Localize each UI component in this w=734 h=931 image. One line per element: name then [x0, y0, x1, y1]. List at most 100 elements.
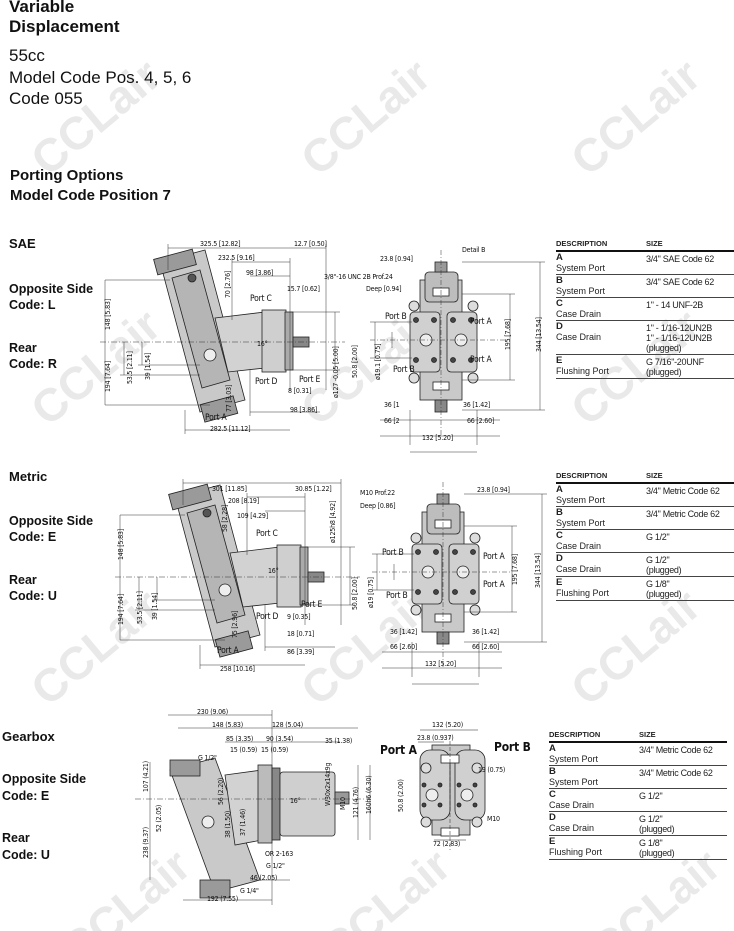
sae-side-dimension-label: 3/8"-16 UNC 2B Prof.24	[324, 273, 393, 281]
page-title-line2: Displacement	[9, 17, 120, 36]
sae-side-dimension-label: 232.5 [9.16]	[218, 254, 255, 262]
metric-side-dimension-label: Port D	[256, 612, 279, 622]
port-size: (plugged)	[646, 367, 682, 377]
gearbox-side-dimension-label: OR 2-163	[265, 850, 294, 858]
metric-front-dimension-label: 132 [5.20]	[425, 660, 456, 668]
port-size: G 7/16"-20UNF	[646, 357, 704, 367]
port-size: (plugged)	[639, 824, 675, 834]
gearbox-opposite-code: Code: E	[2, 789, 50, 803]
port-description: Case Drain	[549, 800, 595, 810]
port-description: Case Drain	[556, 332, 602, 342]
sae-side-dimension-label: 8 [0.31]	[288, 387, 312, 395]
sae-front-dimension-label: 36 [1.42]	[463, 401, 491, 409]
sae-opposite-label: Opposite Side	[9, 282, 94, 296]
gearbox-side-dimension-label: 38 (1.50)	[224, 810, 232, 838]
gearbox-front-dimension-label: 23.8 (0.937)	[417, 734, 454, 742]
sae-side-dimension-label: Port A	[205, 413, 227, 423]
metric-front-dimension-label: 36 [1.42]	[390, 628, 418, 636]
gearbox-side-dimension-label: 230 (9.06)	[197, 708, 228, 716]
metric-opposite-label: Opposite Side	[9, 514, 94, 528]
sae-front-dimension-label: 50.8 [2.00]	[351, 345, 359, 378]
port-letter: D	[556, 553, 563, 564]
gearbox-side-dimension-label: 15 (0.59)	[261, 746, 289, 754]
port-description: System Port	[556, 286, 606, 296]
sae-side-dimension-label: 12.7 [0.50]	[294, 240, 327, 248]
metric-opposite-code: Code: E	[9, 530, 57, 544]
port-letter: B	[556, 507, 563, 518]
gearbox-side-dimension-label: 160h6 (6.30)	[365, 775, 373, 814]
gearbox-front-view-drawing	[418, 729, 486, 850]
sae-front-dimension-label: 23.8 [0.94]	[380, 255, 413, 263]
sae-front-dimension-label: 195 [7.68]	[504, 319, 512, 350]
sae-front-dimension-label: 132 [5.20]	[422, 434, 453, 442]
port-letter: E	[556, 577, 563, 588]
header-description: DESCRIPTION	[549, 730, 601, 739]
port-letter: C	[556, 298, 563, 309]
sae-side-dimension-label: 39 [1.54]	[144, 352, 152, 380]
metric-side-dimension-label: Port A	[217, 646, 239, 656]
port-letter: D	[549, 812, 556, 823]
port-size: 3/4" SAE Code 62	[646, 254, 714, 264]
port-description: System Port	[556, 263, 606, 273]
sae-front-dimension-label: Detail B	[462, 246, 486, 254]
port-size: 3/4" Metric Code 62	[639, 745, 713, 755]
metric-front-dimension-label: 23.8 [0.94]	[477, 486, 510, 494]
port-size: G 1/2"	[646, 532, 670, 542]
metric-front-dimension-label: 66 [2.60]	[472, 643, 500, 651]
sae-side-dimension-label: 15.7 [0.62]	[287, 285, 320, 293]
sae-side-dimension-label: ø127 -0.05 [5.00]	[332, 346, 340, 398]
port-description: Flushing Port	[549, 847, 603, 857]
metric-front-dimension-label: Port B	[386, 591, 408, 601]
metric-front-dimension-label: ø19 [0.75]	[367, 577, 375, 608]
sae-front-dimension-label: 66 [2	[384, 417, 400, 425]
metric-side-dimension-label: 18 [0.71]	[287, 630, 315, 638]
gearbox-front-dimension-label: 50.8 (2.00)	[397, 779, 405, 812]
metric-side-dimension-label: 194 [7.64]	[117, 594, 125, 625]
gearbox-side-dimension-label: M10	[339, 797, 347, 810]
port-letter: A	[556, 484, 563, 495]
metric-side-dimension-label: 58 [2.28]	[221, 504, 229, 532]
gearbox-side-dimension-label: W30x2x14x9g	[324, 762, 332, 806]
port-size: 3/4" Metric Code 62	[646, 509, 720, 519]
metric-side-dimension-label: 53.5 [2.11]	[136, 591, 144, 624]
section-title-gearbox: Gearbox	[2, 729, 55, 744]
gearbox-side-dimension-label: 238 (9.37)	[142, 827, 150, 858]
metric-side-view-drawing	[114, 478, 361, 670]
sae-side-dimension-label: 282.5 [11.12]	[210, 425, 251, 433]
section-title-sae: SAE	[9, 236, 36, 251]
metric-side-dimension-label: Port E	[301, 600, 323, 610]
sae-front-dimension-label: ø19.1 [0.75]	[374, 343, 382, 380]
section-title-metric: Metric	[9, 469, 48, 484]
gearbox-side-dimension-label: 15 (0.59)	[230, 746, 258, 754]
sae-front-dimension-label: Port A	[470, 317, 492, 327]
metric-front-dimension-label: Port B	[382, 548, 404, 558]
port-description: Flushing Port	[556, 588, 610, 598]
port-size: G 1/2"	[639, 791, 663, 801]
gearbox-rear-label: Rear	[2, 831, 30, 845]
port-size: 3/4" Metric Code 62	[646, 486, 720, 496]
port-size: G 1/8"	[639, 838, 663, 848]
metric-front-dimension-label: 344 [13.54]	[534, 553, 542, 588]
header-size: SIZE	[646, 239, 663, 248]
sae-front-dimension-label: 66 [2.60]	[467, 417, 495, 425]
port-description: Case Drain	[556, 309, 602, 319]
gearbox-side-dimension-label: 90 (3.54)	[266, 735, 294, 743]
port-letter: D	[556, 321, 563, 332]
metric-side-dimension-label: 301 [11.85]	[212, 485, 247, 493]
port-size: 1" - 1/16-12UN2B	[646, 323, 712, 333]
metric-side-dimension-label: 75 [2.96]	[231, 610, 239, 638]
port-letter: A	[556, 252, 563, 263]
